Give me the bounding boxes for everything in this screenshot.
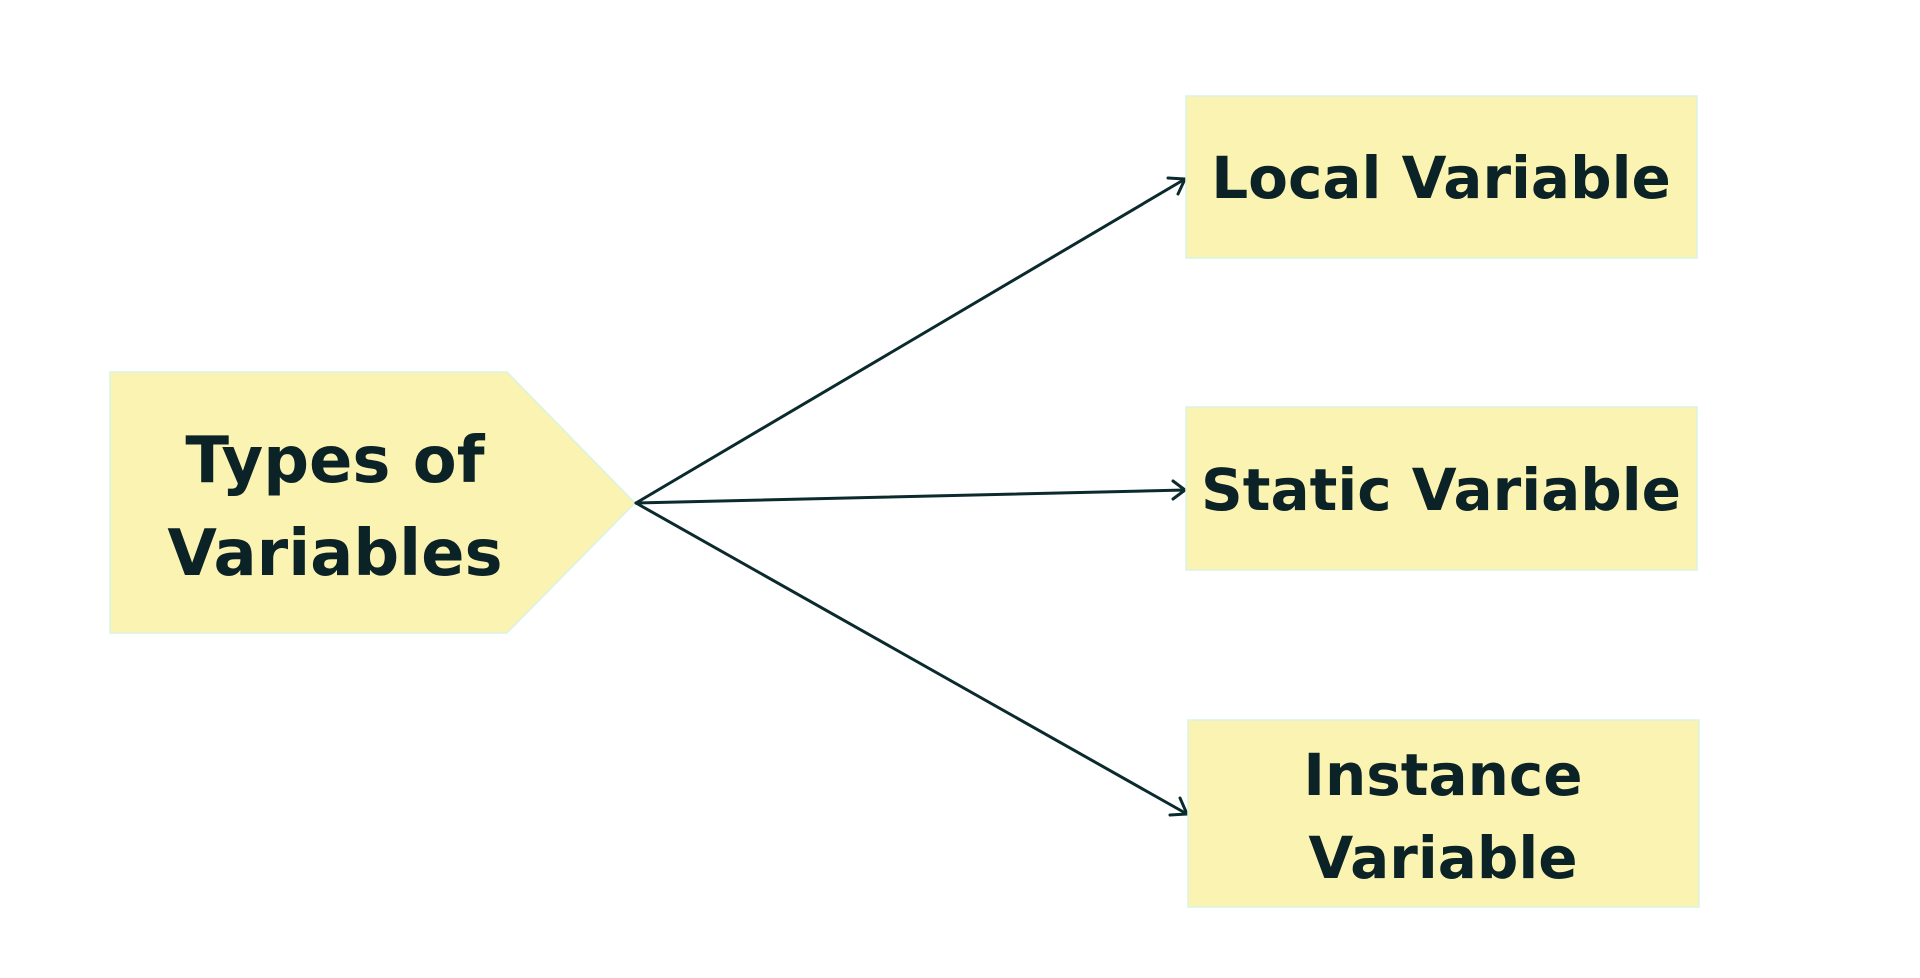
- connector-local: [634, 177, 1187, 505]
- child-node-instance-variable-box: [1187, 719, 1700, 908]
- root-node: Types of Variables: [109, 371, 637, 634]
- child-node-instance-variable-label-line-1: Instance: [1303, 741, 1582, 809]
- child-node-local-variable-label: Local Variable: [1211, 144, 1671, 212]
- connector-static: [634, 488, 1187, 505]
- child-node-local-variable-box: [1185, 95, 1698, 259]
- arrowhead-instance: [1168, 796, 1189, 817]
- child-node-static-variable-label: Static Variable: [1201, 456, 1681, 524]
- arrowhead-static: [1171, 479, 1187, 501]
- child-node-instance-variable: Instance Variable: [1187, 719, 1700, 908]
- root-node-shape: [109, 371, 637, 634]
- connectors: [634, 176, 1189, 817]
- root-node-label-line-1: Types of: [185, 424, 485, 498]
- child-node-static-variable-box: [1185, 406, 1698, 571]
- connector-instance: [634, 501, 1189, 816]
- root-node-label-line-2: Variables: [167, 517, 502, 591]
- child-node-instance-variable-label-line-2: Variable: [1308, 824, 1577, 892]
- child-node-static-variable: Static Variable: [1185, 406, 1698, 571]
- arrowhead-local: [1166, 176, 1187, 196]
- child-node-local-variable: Local Variable: [1185, 95, 1698, 259]
